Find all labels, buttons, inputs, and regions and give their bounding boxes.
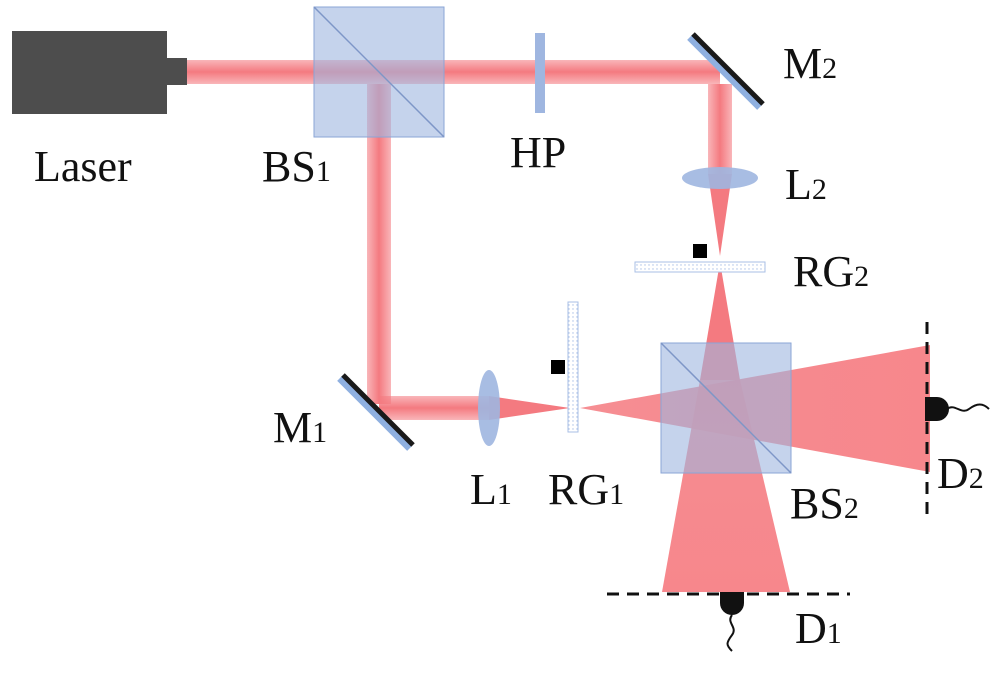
beam-splitter-2-diagonal	[660, 342, 792, 474]
detector-d1	[607, 592, 850, 652]
label-laser: Laser	[34, 142, 132, 191]
mirror-m1-surface	[341, 373, 415, 447]
beam-splitter-1-diagonal	[313, 6, 445, 138]
lens-l2	[682, 167, 758, 189]
grating-rg1	[551, 301, 579, 433]
grating-rg2-marker	[693, 244, 707, 258]
label-rg2: RG2	[793, 247, 869, 296]
laser-body	[12, 31, 167, 114]
label-hp: HP	[510, 128, 566, 177]
grating-rg1-plate	[567, 301, 579, 433]
beam-m1-to-l1	[379, 396, 489, 420]
mirror-m1	[337, 373, 415, 451]
detector-d2-cable	[946, 403, 990, 412]
label-d1: D1	[795, 604, 842, 653]
detector-d1-cable	[726, 614, 735, 652]
label-m2: M2	[783, 39, 837, 88]
label-d2: D2	[937, 449, 984, 498]
half-wave-plate	[535, 33, 545, 113]
grating-rg1-marker	[551, 360, 565, 374]
beam-l2-focus	[708, 174, 732, 256]
detector-d1-body	[720, 592, 744, 615]
beam-l1-focus	[489, 396, 570, 420]
mirror-m2-surface	[691, 32, 765, 106]
detector-d2	[925, 322, 990, 515]
mirror-m1-coating	[337, 375, 413, 451]
beam-splitter-1	[313, 6, 445, 138]
grating-rg2-plate	[634, 261, 766, 273]
label-bs2: BS2	[790, 479, 859, 528]
lens-l1	[478, 370, 500, 446]
laser-aperture	[167, 58, 187, 85]
mirror-m2-coating	[687, 34, 763, 110]
beam-m2-to-l2	[708, 84, 732, 174]
grating-rg2	[634, 244, 766, 273]
label-m1: M1	[273, 403, 327, 452]
label-l2: L2	[785, 160, 827, 209]
label-bs1: BS1	[262, 142, 331, 191]
beam-laser-to-m2	[185, 60, 720, 84]
laser-source	[12, 31, 187, 114]
mirror-m2	[687, 32, 765, 110]
label-l1: L1	[470, 465, 512, 514]
label-rg1: RG1	[548, 465, 624, 514]
beam-splitter-2	[660, 342, 792, 474]
detector-d2-body	[925, 397, 949, 421]
